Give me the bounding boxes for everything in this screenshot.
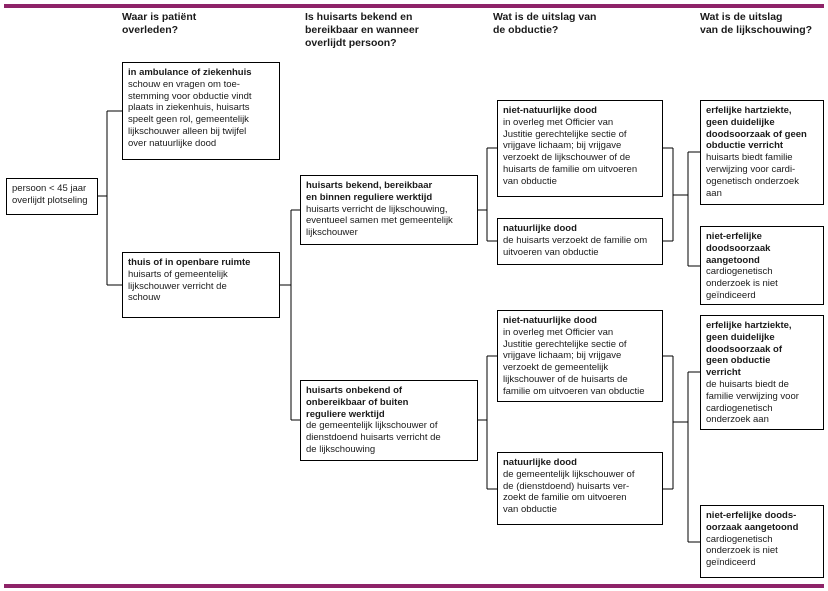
node-title: huisarts bekend, bereikbaar en binnen re… bbox=[306, 180, 433, 203]
bekend-branch bbox=[478, 147, 497, 242]
node-title: niet-natuurlijke dood bbox=[503, 315, 597, 326]
node-huisarts-bekend: huisarts bekend, bereikbaar en binnen re… bbox=[300, 175, 478, 245]
node-body: cardiogenetisch onderzoek is niet geïndi… bbox=[706, 266, 778, 301]
node-niet-natuurlijke-dood-2: niet-natuurlijke dood in overleg met Off… bbox=[497, 310, 663, 402]
column-header-uitslag-obductie: Wat is de uitslag van de obductie? bbox=[493, 11, 597, 36]
column-header-waar-overleden: Waar is patiënt overleden? bbox=[122, 11, 197, 36]
node-title: niet-erfelijke doods- oorzaak aangetoond bbox=[706, 510, 799, 533]
column-header-huisarts-bekend: Is huisarts bekend en bereikbaar en wann… bbox=[305, 11, 419, 49]
obductie1-merge-split bbox=[663, 147, 700, 267]
node-erfelijke-hartziekte-2: erfelijke hartziekte, geen duidelijke do… bbox=[700, 315, 824, 430]
node-body: de gemeentelijk lijkschouwer of de (dien… bbox=[503, 468, 635, 516]
top-accent-bar bbox=[4, 4, 824, 8]
node-body: de gemeentelijk lijkschouwer of dienstdo… bbox=[306, 420, 441, 455]
column-header-uitslag-lijkschouwing: Wat is de uitslag van de lijkschouwing? bbox=[700, 11, 813, 36]
obductie2-merge-split bbox=[663, 355, 700, 543]
onbekend-branch bbox=[478, 355, 497, 490]
node-ambulance-ziekenhuis: in ambulance of ziekenhuis schouw en vra… bbox=[122, 62, 280, 160]
node-body: de huisarts biedt de familie verwijzing … bbox=[706, 378, 799, 426]
node-thuis-openbare-ruimte: thuis of in openbare ruimte huisarts of … bbox=[122, 252, 280, 318]
node-title: in ambulance of ziekenhuis bbox=[128, 67, 252, 78]
node-body: huisarts biedt familie verwijzing voor c… bbox=[706, 152, 799, 199]
node-erfelijke-hartziekte-1: erfelijke hartziekte, geen duidelijke do… bbox=[700, 100, 824, 205]
node-niet-natuurlijke-dood-1: niet-natuurlijke dood in overleg met Off… bbox=[497, 100, 663, 197]
node-title: natuurlijke dood bbox=[503, 223, 577, 234]
node-title: niet-erfelijke doodsoorzaak aangetoond bbox=[706, 231, 771, 266]
node-body: schouw en vragen om toe- stemming voor o… bbox=[128, 78, 252, 149]
node-huisarts-onbekend: huisarts onbekend of onbereikbaar of bui… bbox=[300, 380, 478, 461]
node-title: thuis of in openbare ruimte bbox=[128, 257, 251, 268]
thuis-branch bbox=[280, 209, 300, 421]
node-title: huisarts onbekend of onbereikbaar of bui… bbox=[306, 385, 409, 420]
node-niet-erfelijke-doodsoorzaak-2: niet-erfelijke doods- oorzaak aangetoond… bbox=[700, 505, 824, 578]
node-body: huisarts verricht de lijkschouwing, even… bbox=[306, 203, 453, 239]
node-body: huisarts of gemeentelijk lijkschouwer ve… bbox=[128, 268, 228, 304]
node-title: natuurlijke dood bbox=[503, 457, 577, 468]
node-title: erfelijke hartziekte, geen duidelijke do… bbox=[706, 320, 792, 379]
bottom-accent-bar bbox=[4, 584, 824, 588]
node-title: erfelijke hartziekte, geen duidelijke do… bbox=[706, 105, 807, 152]
node-body: in overleg met Officier van Justitie ger… bbox=[503, 116, 638, 187]
node-body: cardiogenetisch onderzoek is niet geïndi… bbox=[706, 533, 778, 569]
node-body: in overleg met Officier van Justitie ger… bbox=[503, 326, 645, 397]
node-natuurlijke-dood-2: natuurlijke dood de gemeentelijk lijksch… bbox=[497, 452, 663, 525]
node-natuurlijke-dood-1: natuurlijke dood de huisarts verzoekt de… bbox=[497, 218, 663, 265]
node-niet-erfelijke-doodsoorzaak-1: niet-erfelijke doodsoorzaak aangetoond c… bbox=[700, 226, 824, 305]
node-root-persoon-45: persoon < 45 jaar overlijdt plotseling bbox=[6, 178, 98, 215]
root-branch bbox=[98, 110, 122, 286]
node-title: niet-natuurlijke dood bbox=[503, 105, 597, 116]
node-root-text: persoon < 45 jaar overlijdt plotseling bbox=[12, 183, 88, 206]
node-body: de huisarts verzoekt de familie om uitvo… bbox=[503, 234, 648, 258]
